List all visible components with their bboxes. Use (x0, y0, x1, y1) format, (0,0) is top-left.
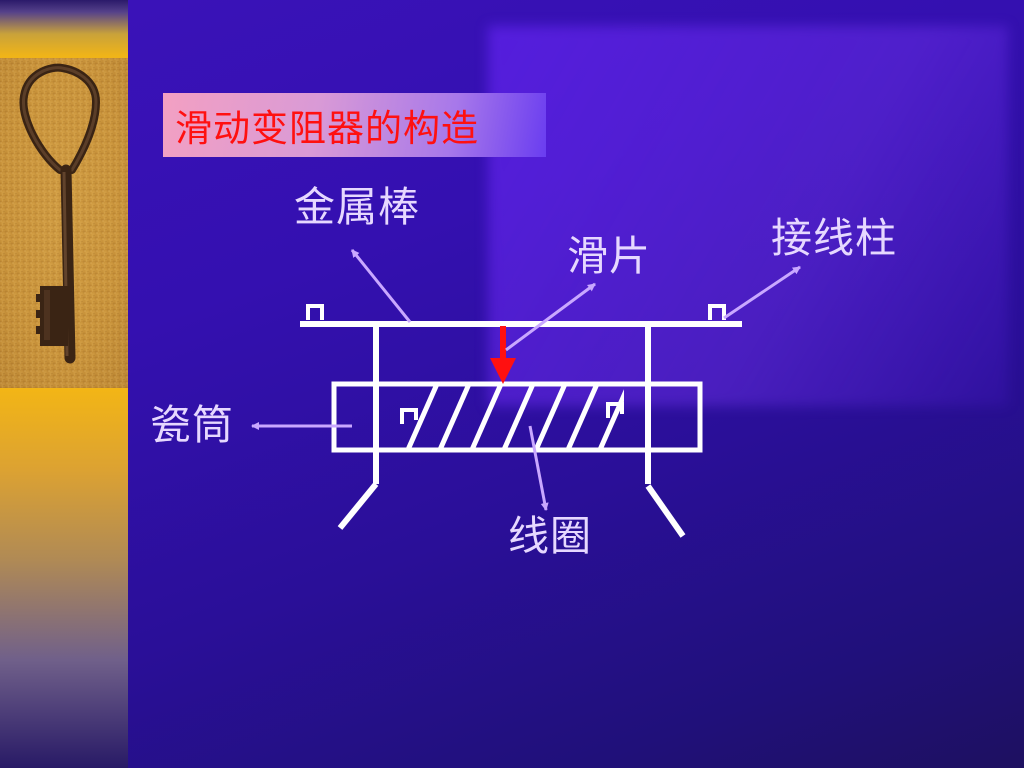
left-decorative-strip (0, 0, 128, 768)
coil-end-right (606, 402, 624, 418)
antique-key-icon (0, 58, 128, 388)
slider-arrow (490, 326, 516, 384)
label-ceramic-tube: 瓷筒 (150, 401, 234, 449)
leader-terminal (723, 265, 801, 320)
slide-title: 滑动变阻器的构造 (175, 107, 479, 150)
leader-coil (528, 425, 549, 511)
label-slider: 滑片 (567, 232, 651, 280)
leader-metal-rod (350, 249, 412, 323)
foot-right (645, 484, 686, 538)
coil-end-left (400, 408, 418, 424)
ceramic-tube (331, 381, 703, 453)
background-highlight-panel (488, 26, 1008, 406)
coil-winding (406, 386, 624, 448)
label-coil: 线圈 (508, 512, 592, 560)
title-box: 滑动变阻器的构造 (163, 93, 546, 157)
rheostat-diagram (251, 249, 801, 538)
label-terminal: 接线柱 (771, 214, 897, 262)
foot-left (337, 482, 379, 530)
label-metal-rod: 金属棒 (294, 183, 420, 231)
terminal-post-left (306, 304, 324, 320)
terminal-post-right (708, 304, 726, 320)
leader-slider (505, 282, 596, 352)
